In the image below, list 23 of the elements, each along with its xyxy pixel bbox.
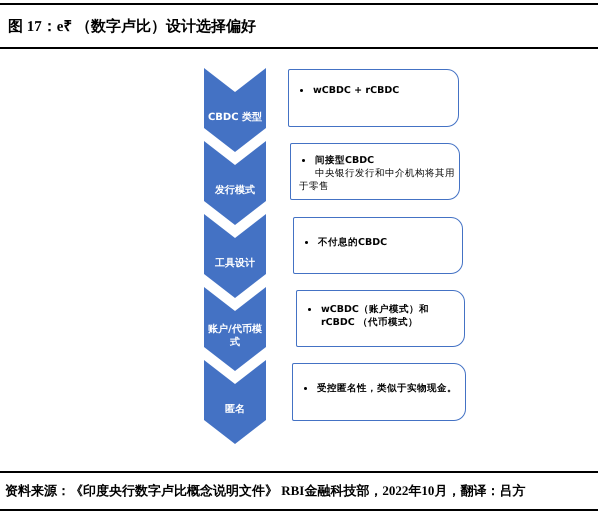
item-text: 不付息的CBDC <box>318 236 388 249</box>
description-box <box>293 217 463 274</box>
chevron-step <box>204 287 266 371</box>
description-box <box>290 143 460 200</box>
item-text: wCBDC + rCBDC <box>313 84 400 97</box>
chevron-step <box>204 68 266 152</box>
step-label: 匿名 <box>224 403 246 416</box>
description-box <box>292 363 466 421</box>
item-detail: 中央银行发行和中介机构将其用于零售 <box>299 167 455 193</box>
description-box <box>288 69 459 127</box>
description-box <box>296 290 465 347</box>
item-text: 间接型CBDC <box>315 154 376 167</box>
chevron-step <box>204 360 266 444</box>
item-text: wCBDC（账户模式）和 rCBDC （代币模式） <box>321 303 430 329</box>
step-label: 工具设计 <box>214 257 256 270</box>
figure-title: 图 17：e₹ （数字卢比）设计选择偏好 <box>8 17 256 36</box>
step-label: 账户/代币模式 <box>208 323 262 349</box>
source-note: 资料来源：《印度央行数字卢比概念说明文件》 RBI金融科技部，2022年10月，翻译：吕方 <box>5 482 526 500</box>
step-label: 发行模式 <box>214 184 256 197</box>
step-label: CBDC 类型 <box>206 111 264 124</box>
chevron-step <box>204 141 266 225</box>
item-text: 受控匿名性，类似于实物现金。 <box>317 382 458 395</box>
chevron-step <box>204 214 266 298</box>
